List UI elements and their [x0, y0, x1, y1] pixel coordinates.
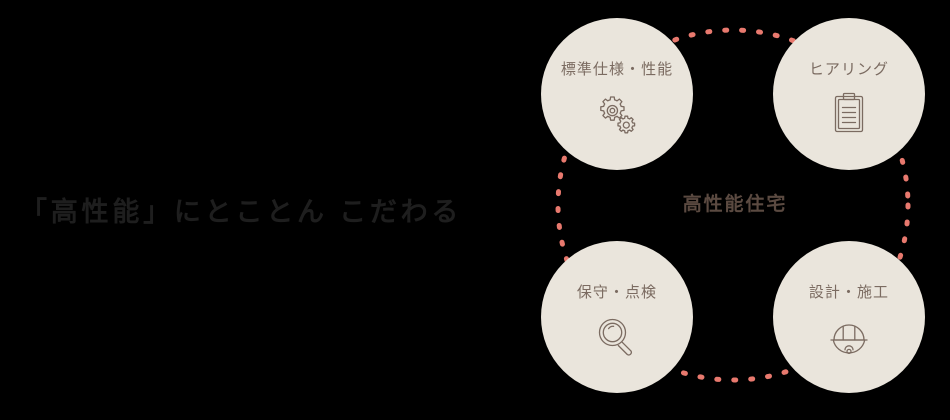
magnifier-icon — [593, 313, 641, 361]
cycle-node-label: 保守・点検 — [576, 284, 658, 301]
hardhat-icon — [825, 313, 873, 361]
cycle-node-hearing[interactable]: ヒアリング — [773, 18, 925, 170]
cycle-node-label: 標準仕様・性能 — [560, 61, 674, 78]
cycle-node-standard-spec[interactable]: 標準仕様・性能 — [541, 18, 693, 170]
page-title: 「高性能」にとことん こだわる — [20, 197, 463, 227]
cycle-node-design-construction[interactable]: 設計・施工 — [773, 241, 925, 393]
cycle-node-label: ヒアリング — [808, 61, 890, 78]
cycle-center-label: 高性能住宅 — [682, 194, 788, 215]
cycle-node-label: 設計・施工 — [808, 284, 890, 301]
cycle-diagram: 標準仕様・性能 ヒアリング — [520, 0, 950, 420]
gears-icon — [593, 90, 641, 138]
cycle-node-maintenance[interactable]: 保守・点検 — [541, 241, 693, 393]
clipboard-icon — [825, 90, 873, 138]
